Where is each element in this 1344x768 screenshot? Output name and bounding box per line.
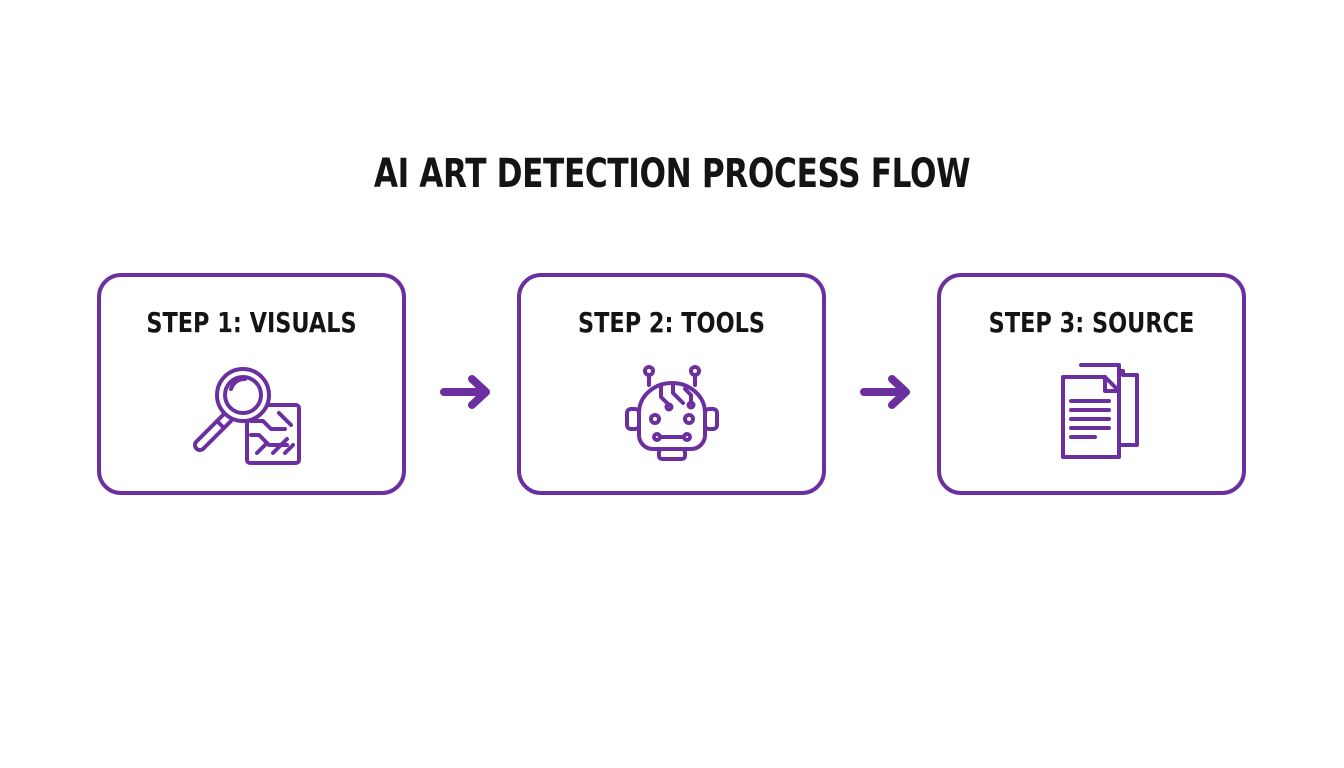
step-3-label: STEP 3: SOURCE	[988, 306, 1195, 339]
step-2-box: STEP 2: TOOLS	[517, 273, 826, 495]
documents-icon	[941, 361, 1242, 473]
step-2-label: STEP 2: TOOLS	[577, 306, 766, 339]
diagram-title: AI ART DETECTION PROCESS FLOW	[373, 151, 971, 197]
step-1-label: STEP 1: VISUALS	[146, 306, 357, 339]
arrow-right-icon	[856, 367, 916, 417]
magnifying-glass-icon	[101, 361, 402, 473]
step-1-box: STEP 1: VISUALS	[97, 273, 406, 495]
arrow-right-icon	[436, 367, 496, 417]
robot-icon	[521, 361, 822, 473]
step-3-box: STEP 3: SOURCE	[937, 273, 1246, 495]
